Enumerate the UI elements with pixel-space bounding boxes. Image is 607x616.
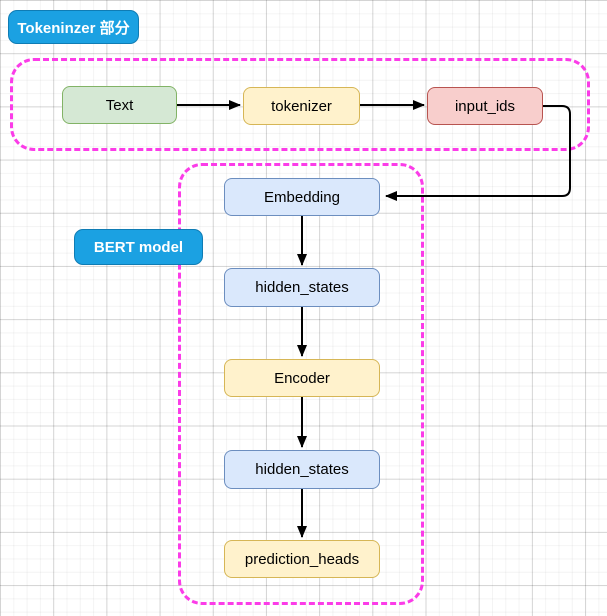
node-hidden-states-bottom: hidden_states <box>224 450 380 489</box>
tokenizer-section-badge: Tokeninzer 部分 <box>8 10 139 44</box>
node-input-ids: input_ids <box>427 87 543 125</box>
bert-model-group-outline <box>178 163 424 605</box>
node-tokenizer: tokenizer <box>243 87 360 125</box>
bert-model-badge: BERT model <box>74 229 203 265</box>
node-text: Text <box>62 86 177 124</box>
node-prediction-heads: prediction_heads <box>224 540 380 578</box>
node-embedding: Embedding <box>224 178 380 216</box>
node-hidden-states-top: hidden_states <box>224 268 380 307</box>
tokenizer-group-outline <box>10 58 590 151</box>
node-encoder: Encoder <box>224 359 380 397</box>
